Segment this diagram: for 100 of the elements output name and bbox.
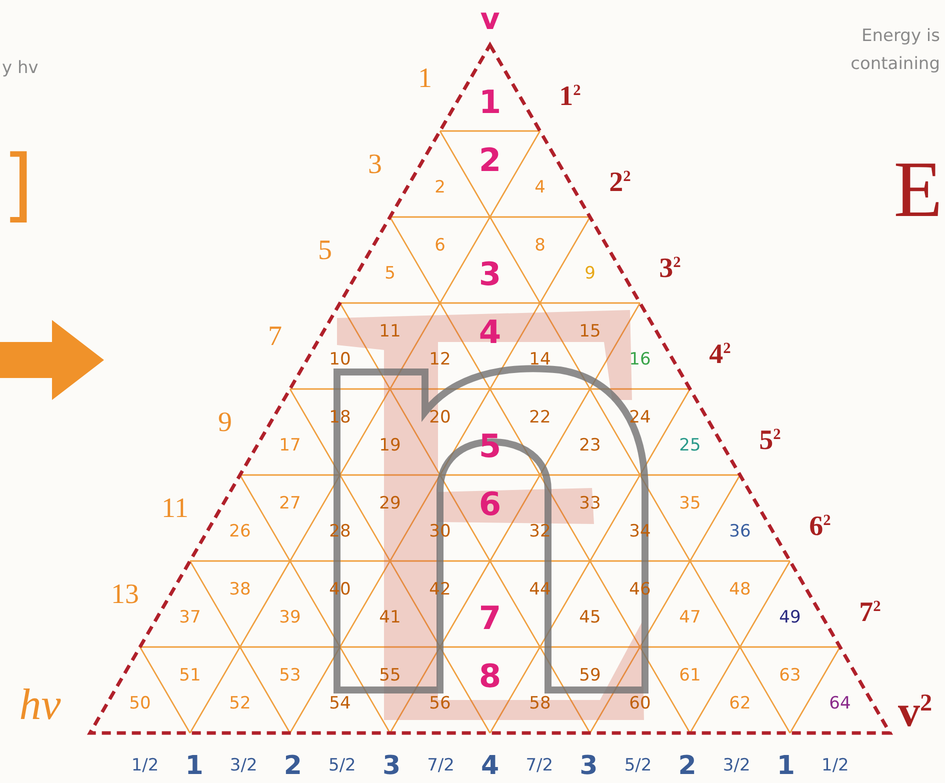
odd-number-label: 13 — [111, 581, 139, 610]
square-label: 7$^{2}$ — [859, 598, 881, 627]
cell-number: 5 — [384, 266, 396, 283]
cell-number: 9 — [584, 266, 596, 283]
center-number: 6 — [478, 488, 502, 520]
square-label: 5$^{2}$ — [759, 426, 781, 455]
cell-number: 24 — [629, 409, 651, 426]
cell-number: 22 — [529, 409, 551, 426]
cell-number: 15 — [579, 323, 601, 340]
cell-number: 62 — [729, 696, 751, 713]
cell-number: 12 — [429, 352, 451, 369]
center-number: 1 — [478, 86, 502, 118]
cell-number: 2 — [434, 180, 446, 197]
odd-number-label: 5 — [318, 237, 332, 266]
odd-number-label: 3 — [368, 151, 382, 180]
cell-number: 23 — [579, 438, 601, 455]
cell-number: 49 — [779, 610, 801, 627]
bracket-symbol: ] — [2, 145, 34, 225]
square-label: 4$^{2}$ — [709, 340, 731, 369]
odd-number-label: 11 — [162, 495, 188, 524]
square-label: 6$^{2}$ — [809, 512, 831, 541]
corner-label: hv — [19, 683, 61, 727]
cell-number: 30 — [429, 524, 451, 541]
base-value-label: 7/2 — [427, 758, 454, 774]
energy-symbol: E — [894, 150, 942, 230]
cell-number: 38 — [229, 581, 251, 598]
base-value-label: 1/2 — [822, 758, 849, 774]
cell-number: 8 — [534, 237, 546, 254]
center-number: 4 — [478, 316, 502, 348]
cell-number: 10 — [329, 352, 351, 369]
caption-text: Energy is — [861, 28, 940, 45]
cell-number: 46 — [629, 581, 651, 598]
base-value-label: 1 — [776, 753, 795, 779]
cell-number: 14 — [529, 352, 551, 369]
cell-number: 26 — [229, 524, 251, 541]
cell-number: 44 — [529, 581, 551, 598]
odd-number-label: 1 — [418, 65, 432, 94]
corner-label: v$^{2}$ — [898, 690, 932, 734]
cell-number: 51 — [179, 667, 201, 684]
cell-number: 17 — [279, 438, 301, 455]
square-label: 3$^{2}$ — [659, 254, 681, 283]
odd-number-label: 9 — [218, 409, 232, 438]
cell-number: 27 — [279, 495, 301, 512]
cell-number: 52 — [229, 696, 251, 713]
cell-number: 28 — [329, 524, 351, 541]
base-value-label: 3/2 — [722, 758, 750, 774]
cell-number: 59 — [579, 667, 601, 684]
square-label: 2$^{2}$ — [609, 168, 631, 197]
cell-number: 45 — [579, 610, 601, 627]
cell-number: 63 — [779, 667, 801, 684]
caption-text: y hv — [2, 60, 38, 77]
cell-number: 61 — [679, 667, 701, 684]
cell-number: 50 — [129, 696, 151, 713]
center-number: 8 — [478, 660, 502, 692]
cell-number: 55 — [379, 667, 401, 684]
base-value-label: 2 — [284, 753, 302, 779]
base-value-label: 2 — [678, 753, 696, 779]
cell-number: 36 — [729, 524, 751, 541]
cell-number: 41 — [379, 610, 401, 627]
base-value-label: 1/2 — [131, 758, 159, 774]
cell-number: 29 — [379, 495, 401, 512]
center-number: 2 — [478, 144, 502, 176]
cell-number: 58 — [529, 696, 551, 713]
base-value-label: 5/2 — [328, 758, 356, 774]
cell-number: 64 — [829, 696, 851, 713]
cell-number: 54 — [329, 696, 351, 713]
cell-number: 33 — [579, 495, 601, 512]
cell-number: 35 — [679, 495, 701, 512]
cell-number: 4 — [534, 180, 546, 197]
cell-number: 37 — [179, 610, 201, 627]
cell-number: 34 — [629, 524, 651, 541]
cell-number: 39 — [279, 610, 301, 627]
cell-number: 25 — [679, 438, 701, 455]
cell-number: 56 — [429, 696, 451, 713]
cell-number: 11 — [379, 323, 401, 340]
cell-number: 47 — [679, 610, 701, 627]
base-value-label: 5/2 — [624, 758, 652, 774]
center-number: 5 — [478, 430, 502, 462]
center-number: 3 — [478, 258, 502, 290]
cell-number: 20 — [429, 409, 451, 426]
base-value-label: 7/2 — [526, 758, 554, 774]
base-value-label: 1 — [185, 753, 204, 779]
cell-number: 32 — [529, 524, 551, 541]
odd-number-label: 7 — [268, 323, 282, 352]
cell-number: 53 — [279, 667, 301, 684]
cell-number: 16 — [629, 352, 651, 369]
square-label: 1$^{2}$ — [559, 82, 581, 111]
apex-label: v — [480, 5, 500, 35]
cell-number: 60 — [629, 696, 651, 713]
center-number: 7 — [478, 602, 502, 634]
cell-number: 40 — [329, 581, 351, 598]
base-value-label: 3 — [580, 753, 598, 779]
base-value-label: 4 — [481, 753, 500, 779]
base-value-label: 3 — [382, 753, 401, 779]
cell-number: 6 — [434, 237, 446, 254]
cell-number: 18 — [329, 409, 351, 426]
base-value-label: 3/2 — [230, 758, 258, 774]
caption-text: containing — [850, 56, 940, 73]
cell-number: 42 — [429, 581, 451, 598]
cell-number: 48 — [729, 581, 751, 598]
